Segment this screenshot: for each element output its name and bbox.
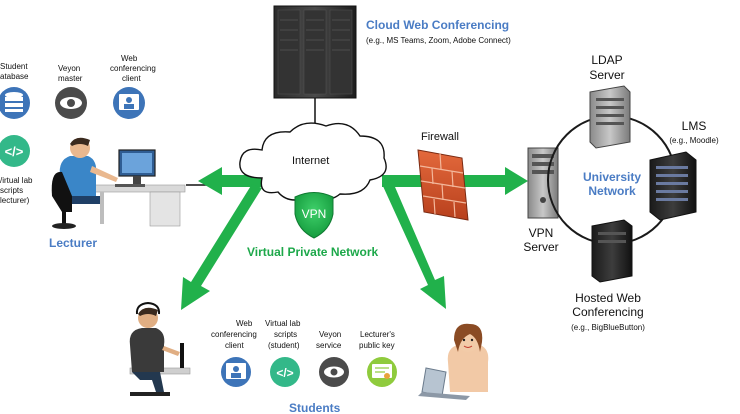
database-icon [0, 87, 30, 119]
tool-label-line: scripts [274, 330, 297, 339]
university-label-line: University [583, 170, 641, 184]
tool-label-line: Web [121, 54, 138, 63]
tool-label-line: /irtual lab [0, 176, 33, 185]
tool-label-line: lecturer) [0, 196, 30, 205]
ldap-label-line: Server [589, 68, 624, 82]
ldap-label-line: LDAP [591, 53, 622, 67]
tool-label-line: client [122, 74, 141, 83]
vpn-server-label-line: Server [523, 240, 558, 254]
lecturer-illustration [51, 137, 186, 229]
web-conferencing-client-icon [221, 357, 251, 387]
internet-label: Internet [292, 155, 329, 167]
tool-label-line: Virtual lab [265, 319, 301, 328]
lecturer-label: Lecturer [49, 236, 97, 250]
tool-label-line: Veyon [58, 64, 80, 73]
firewall-icon [417, 149, 469, 221]
hosted-example: (e.g., BigBlueButton) [571, 323, 645, 332]
lms-title: LMS [682, 119, 707, 133]
tool-label-line: Veyon [319, 330, 341, 339]
svg-text:</>: </> [276, 366, 293, 380]
tool-label-line: master [58, 74, 83, 83]
vpn-tunnel-arrows [181, 167, 528, 310]
tool-label-line: scripts [0, 186, 23, 195]
cloud-conferencing-title: Cloud Web Conferencing [366, 18, 509, 32]
vpn-shield-icon [294, 192, 334, 239]
tool-label-line: public key [359, 341, 395, 350]
code-icon: </> [270, 357, 300, 387]
code-icon: </> [0, 135, 30, 167]
tool-label-line: (student) [268, 341, 300, 350]
web-conferencing-client-icon [113, 87, 145, 119]
lecturer-tools: Student atabase Veyon master Web confere… [0, 54, 156, 205]
student-laptop-illustration [418, 323, 489, 400]
eye-icon [55, 87, 87, 119]
lms-example: (e.g., Moodle) [669, 136, 719, 145]
vpn-server-icon [527, 147, 559, 219]
hosted-label-line: Hosted Web [575, 291, 641, 305]
hosted-conferencing-server-icon [591, 219, 633, 283]
tool-label-line: client [225, 341, 244, 350]
tool-label-line: atabase [0, 72, 29, 81]
tool-label-line: service [316, 341, 342, 350]
student-tools: Web conferencing client Virtual lab scri… [211, 319, 397, 387]
certificate-icon [367, 357, 397, 387]
cloud-conferencing-server-rack-icon [273, 5, 357, 99]
tool-label-line: Student [0, 62, 28, 71]
students-label: Students [289, 401, 341, 414]
lms-server-icon [649, 151, 697, 221]
tool-label-line: Web [236, 319, 253, 328]
vpn-network-label: Virtual Private Network [247, 245, 378, 259]
university-label-line: Network [588, 184, 636, 198]
eye-icon [319, 357, 349, 387]
tool-label-line: Lecturer's [360, 330, 395, 339]
tool-label-line: conferencing [110, 64, 156, 73]
tool-label-line: conferencing [211, 330, 257, 339]
cloud-conferencing-subtitle: (e.g., MS Teams, Zoom, Adobe Connect) [366, 36, 511, 45]
student-headset-illustration [129, 301, 191, 396]
hosted-label-line: Conferencing [572, 305, 643, 319]
vpn-label: VPN [302, 207, 327, 221]
vpn-server-label-line: VPN [529, 226, 554, 240]
svg-text:</>: </> [5, 144, 24, 159]
firewall-label: Firewall [421, 131, 459, 143]
ldap-server-icon [589, 85, 631, 149]
